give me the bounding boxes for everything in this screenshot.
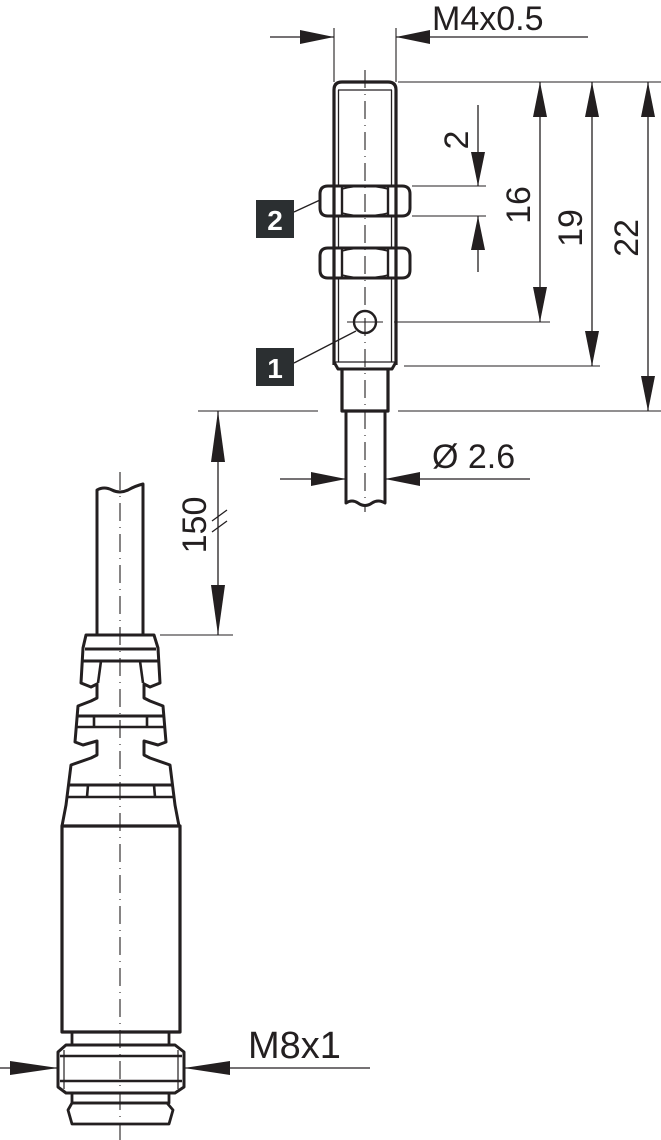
dim-m4-thread — [270, 28, 588, 82]
label-cable-diameter: Ø 2.6 — [432, 438, 515, 476]
dim-19 — [404, 82, 600, 367]
dim-2 — [412, 105, 486, 272]
label-dim-16: 16 — [500, 186, 538, 224]
dim-m8-thread — [0, 1061, 370, 1075]
dim-150 — [160, 410, 318, 636]
label-m4-thread: M4x0.5 — [432, 0, 544, 38]
callout-1: 1 — [256, 348, 294, 386]
dim-22 — [398, 82, 661, 412]
label-dim-22: 22 — [608, 219, 646, 257]
connector-body — [60, 824, 182, 1047]
dim-16 — [394, 82, 550, 323]
cable-lower — [95, 482, 145, 635]
connector-thread — [56, 1043, 186, 1126]
label-m8-thread: M8x1 — [248, 1025, 341, 1067]
label-dim-150: 150 — [176, 497, 214, 554]
callout-2: 2 — [256, 200, 294, 238]
label-dim-19: 19 — [552, 209, 590, 247]
callout-1-number: 1 — [267, 353, 283, 384]
nut-lower — [318, 246, 412, 280]
callout-2-number: 2 — [267, 205, 283, 236]
nut-upper — [318, 184, 412, 218]
label-dim-2: 2 — [438, 131, 476, 150]
dim-cable-diameter — [280, 472, 530, 486]
